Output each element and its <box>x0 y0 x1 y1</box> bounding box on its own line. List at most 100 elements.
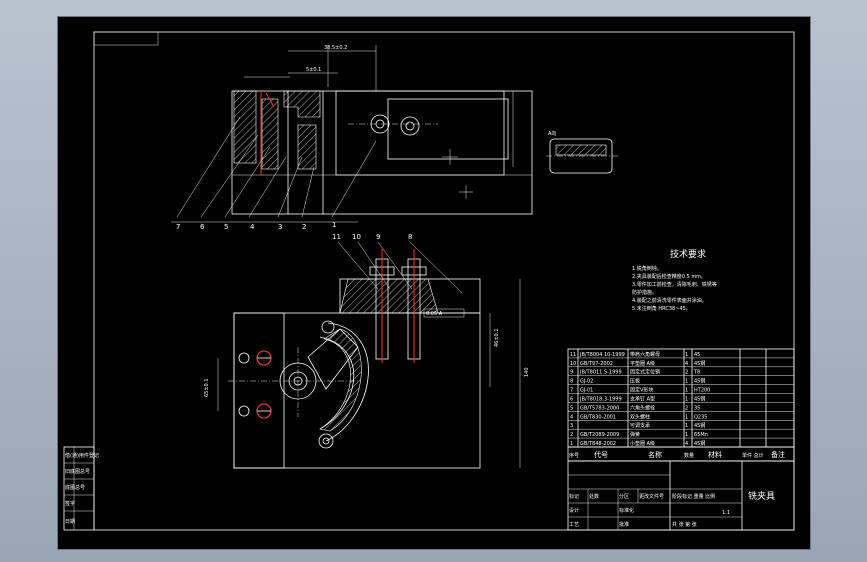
corner-code-box <box>93 31 159 46</box>
title-scale: 1:1 <box>722 510 730 516</box>
svg-text:65±0.1: 65±0.1 <box>204 378 210 397</box>
parts-cell-no: 4 <box>570 414 573 420</box>
svg-text:0.05 A: 0.05 A <box>426 311 443 317</box>
parts-cell-name: 支承钉 A型 <box>630 395 655 402</box>
title-label-process: 工艺 <box>569 522 579 528</box>
parts-cell-material: 65Mn <box>694 432 708 438</box>
tech-req-line-4: 防护措施。 <box>632 289 657 296</box>
parts-cell-material: 45钢 <box>694 360 705 367</box>
title-label-change: 更改文件号 <box>639 493 664 500</box>
parts-cell-no: 7 <box>570 388 573 394</box>
parts-cell-name: 六角头螺栓 <box>630 404 655 411</box>
front-view: 38.5±0.2 5±0.1 <box>171 45 533 223</box>
cad-drawing-viewport[interactable]: 38.5±0.2 5±0.1 7 6 5 4 3 2 1 A向 <box>57 16 811 550</box>
detail-a-label: A向 <box>548 130 556 137</box>
balloon-1: 1 <box>332 221 336 229</box>
balloon-7: 7 <box>176 223 180 231</box>
title-sheet: 共 张 第 张 <box>672 521 697 528</box>
drawing-title: 铣夹具 <box>748 490 775 502</box>
parts-cell-material: 45 <box>694 352 700 358</box>
parts-cell-name: 固定式定位销 <box>630 369 660 376</box>
parts-cell-code: GB/T5783-2000 <box>580 405 619 411</box>
balloon-6: 6 <box>200 223 205 231</box>
tech-req-line-2: 2.夹具装配后检查精度0.5 mm。 <box>632 273 706 280</box>
parts-cell-material: 45钢 <box>694 395 705 402</box>
parts-cell-qty: 4 <box>685 441 688 447</box>
technical-requirements: 技术要求 1.锐角倒钝。 2.夹具装配后检查精度0.5 mm。 3.零件加工前检… <box>632 248 717 312</box>
parts-cell-no: 5 <box>570 405 573 411</box>
svg-text:46±0.1: 46±0.1 <box>494 328 500 347</box>
parts-cell-qty: 1 <box>685 423 688 429</box>
title-label-standard: 标准化 <box>619 507 634 514</box>
stamp-borrow: 借(通)用件登记 <box>65 452 99 459</box>
stamp-old-total: 旧底图总号 <box>65 468 90 475</box>
parts-cell-material: 45钢 <box>694 378 705 385</box>
parts-cell-no: 6 <box>570 396 573 402</box>
cad-drawing: 38.5±0.2 5±0.1 7 6 5 4 3 2 1 A向 <box>63 31 795 531</box>
balloon-2: 2 <box>302 223 306 231</box>
parts-cell-name: 固定V形块 <box>630 387 653 394</box>
parts-cell-no: 1 <box>570 441 573 447</box>
balloon-4: 4 <box>250 223 255 231</box>
title-block: 标记 处数 分区 更改文件号 设计 标准化 工艺 批准 阶段标记 重量 比例 1… <box>567 460 795 531</box>
parts-cell-code: JB/T8004 10-1999 <box>579 352 625 358</box>
header-weight: 单件 总计 <box>742 452 764 459</box>
header-name: 名称 <box>648 450 662 459</box>
header-seq: 序号 <box>569 452 579 459</box>
drawing-frame <box>93 31 795 531</box>
parts-cell-material: T8 <box>693 370 700 376</box>
parts-cell-name: 可调支承 <box>630 422 650 429</box>
parts-cell-code: GB/T848-2002 <box>580 441 616 447</box>
tech-req-line-6: 5.未注倒角 HRC38~45。 <box>632 305 691 312</box>
parts-cell-material: HT200 <box>694 388 710 394</box>
parts-cell-code: JB/T8011.5-1999 <box>579 370 622 376</box>
parts-cell-qty: 1 <box>685 396 688 402</box>
balloon-labels-plan: 11 10 9 8 <box>332 233 412 241</box>
balloon-3: 3 <box>278 223 282 231</box>
tech-req-line-1: 1.锐角倒钝。 <box>632 265 662 272</box>
title-label-design: 设计 <box>569 507 579 514</box>
header-remark: 备注 <box>771 450 785 459</box>
parts-header: 序号 代号 名称 数量 材料 单件 总计 备注 <box>567 446 795 462</box>
parts-cell-name: 压板 <box>630 378 640 385</box>
parts-cell-code: GJ-01 <box>580 388 593 394</box>
header-qty: 数量 <box>684 452 694 459</box>
balloon-5: 5 <box>224 223 228 231</box>
tech-req-line-5: 4.装配之前清洗零件表面并涂油。 <box>632 297 707 304</box>
tech-req-line-3: 3.零件加工前检查，清除毛刺、铁锈等 <box>632 281 717 288</box>
parts-cell-qty: 1 <box>685 352 688 358</box>
parts-cell-qty: 1 <box>685 432 688 438</box>
parts-cell-material: Q235 <box>694 414 707 420</box>
svg-text:140: 140 <box>524 367 530 377</box>
stamp-date: 日期 <box>65 519 75 525</box>
balloon-labels-front: 7 6 5 4 3 2 1 <box>176 221 336 231</box>
tech-requirements-title: 技术要求 <box>670 248 706 260</box>
parts-cell-name: 弹簧 <box>630 431 640 438</box>
parts-cell-no: 11 <box>570 352 576 358</box>
parts-cell-code: GB/T830-2001 <box>580 414 616 420</box>
header-code: 代号 <box>594 450 608 459</box>
parts-cell-qty: 2 <box>685 370 688 376</box>
title-label-zone: 分区 <box>619 493 629 500</box>
detail-a-view: A向 <box>546 130 618 174</box>
parts-cell-material: 35 <box>694 405 700 411</box>
balloon-9: 9 <box>376 233 380 241</box>
parts-cell-no: 10 <box>570 361 576 367</box>
stamp-total: 底图总号 <box>65 484 85 491</box>
stamp-sign: 签字 <box>65 500 75 507</box>
parts-cell-qty: 4 <box>685 361 688 367</box>
parts-cell-no: 9 <box>570 370 573 376</box>
title-label-approve: 批准 <box>619 521 629 528</box>
parts-cell-code: GB/T97-2002 <box>580 361 613 367</box>
title-label-mark: 标记 <box>569 493 579 500</box>
parts-cell-name: 小垫圈 A级 <box>630 440 655 447</box>
parts-cell-no: 3 <box>570 423 573 429</box>
plan-view: 65±0.1 46±0.1 140 0.05 A <box>204 241 530 469</box>
balloon-8: 8 <box>408 233 412 241</box>
parts-cell-qty: 1 <box>685 379 688 385</box>
parts-cell-no: 2 <box>570 432 573 438</box>
title-stage-labels: 阶段标记 重量 比例 <box>672 493 715 500</box>
parts-cell-material: 45钢 <box>694 440 705 447</box>
balloon-10: 10 <box>352 233 361 241</box>
side-stamp: 借(通)用件登记 旧底图总号 底图总号 签字 日期 <box>63 446 99 531</box>
